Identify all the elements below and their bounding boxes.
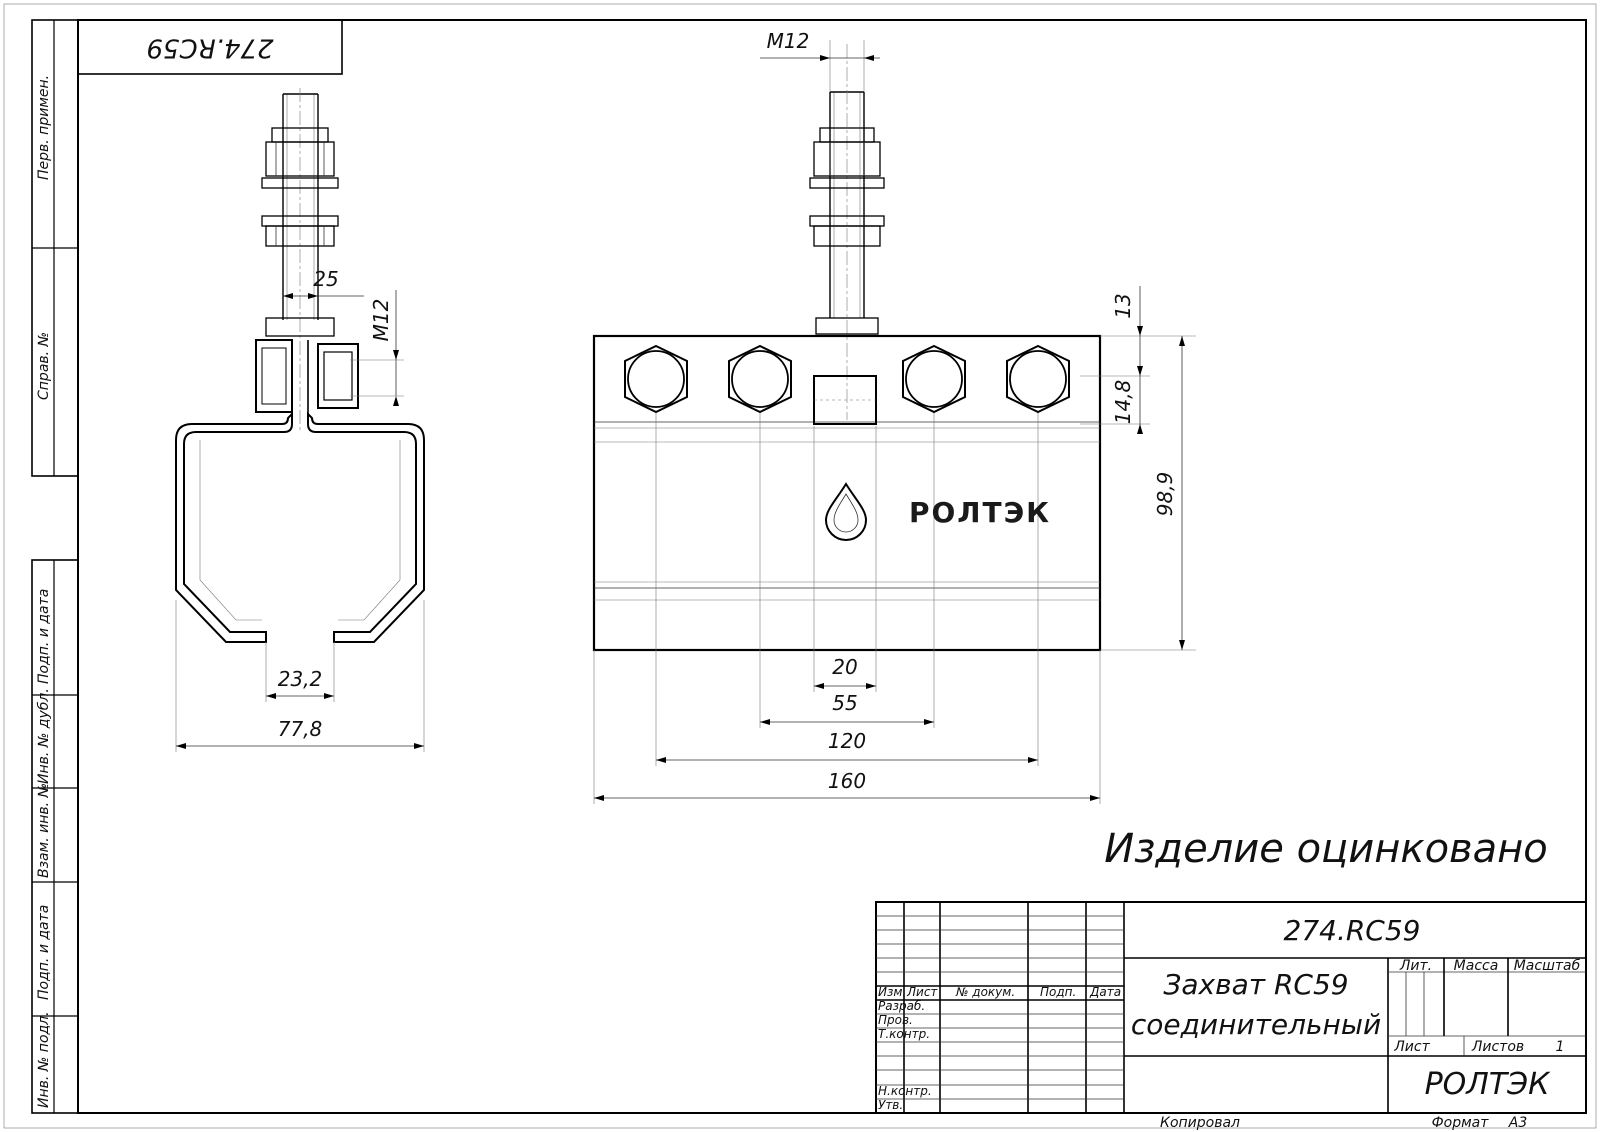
footer-format-value: A3 — [1508, 1115, 1527, 1131]
tb-row-nkontr: Н.контр. — [878, 1084, 932, 1098]
tb-lit: Лит. — [1399, 958, 1432, 974]
logo-text: РОЛТЭК — [909, 496, 1051, 529]
dim-side-slot: 23,2 — [278, 667, 323, 691]
dim-side-width: 77,8 — [278, 717, 323, 741]
hex-bolt-4 — [1006, 344, 1070, 414]
tb-col-doc: № докум. — [955, 985, 1015, 999]
dim-front-top: 13 — [1111, 293, 1135, 318]
strip-label-podp-data-2: Подп. и дата — [36, 905, 52, 1000]
tb-listov: Листов — [1471, 1039, 1524, 1055]
tb-massa: Масса — [1454, 958, 1499, 974]
title-block: Изм. Лист № докум. Подп. Дата Разраб. Пр… — [875, 901, 1587, 1114]
hex-bolt-2 — [728, 344, 792, 414]
tb-listov-value: 1 — [1556, 1039, 1565, 1055]
tb-row-tkontr: Т.контр. — [878, 1027, 930, 1041]
strip-label-inv-podl: Инв. № подл. — [36, 1011, 52, 1108]
dim-front-thread: M12 — [767, 29, 810, 53]
tb-name-line1: Захват RC59 — [1163, 968, 1348, 1001]
sheet-edge — [3, 3, 1597, 1129]
strip-label-podp-data-1: Подп. и дата — [36, 589, 52, 684]
left-strip: Перв. примен. Справ. № Подп. и дата Инв.… — [31, 19, 79, 1114]
tb-row-utv: Утв. — [878, 1098, 903, 1112]
tb-masshtab: Масштаб — [1514, 958, 1581, 974]
galvanized-note: Изделие оцинковано — [1104, 826, 1548, 872]
hex-bolt-1 — [624, 344, 688, 414]
strip-label-perv-primen: Перв. примен. — [36, 75, 52, 180]
strip-label-sprav: Справ. № — [36, 332, 52, 400]
tb-row-prov: Пров. — [878, 1013, 913, 1027]
tb-col-izm: Изм. — [878, 985, 906, 999]
dim-side-thread: M12 — [369, 299, 393, 342]
tb-col-list: Лист — [906, 985, 938, 999]
tb-name-line2: соединительный — [1131, 1008, 1381, 1041]
code-rotated: 274.RC59 — [146, 33, 273, 63]
hex-bolt-3 — [902, 344, 966, 414]
dim-front-pitch: 120 — [828, 729, 866, 753]
dim-front-inner: 55 — [832, 691, 857, 715]
tb-col-date: Дата — [1089, 985, 1121, 999]
drawing-frame — [77, 19, 1587, 1114]
tb-list: Лист — [1393, 1039, 1430, 1055]
code-box-rotated: 274.RC59 — [77, 19, 343, 75]
tb-col-sign: Подп. — [1040, 985, 1076, 999]
dim-front-center: 20 — [832, 655, 857, 679]
dim-side-gap: 25 — [313, 267, 338, 291]
front-view: M12 — [592, 29, 1196, 804]
dim-front-height: 98,9 — [1153, 472, 1177, 517]
dim-front-bolt-row: 14,8 — [1111, 380, 1135, 425]
side-view: 25 M12 23,2 77,8 — [175, 88, 425, 752]
tb-company: РОЛТЭК — [1425, 1067, 1552, 1102]
dim-front-length: 160 — [828, 769, 866, 793]
tb-row-razrab: Разраб. — [878, 999, 925, 1013]
drop-logo-icon — [824, 482, 868, 541]
strip-label-inv-dubl: Инв. № дубл. — [36, 688, 52, 784]
strip-label-vzam-inv: Взам. инв. № — [36, 783, 52, 878]
footer-kopiroval: Копировал — [1160, 1115, 1240, 1131]
tb-code: 274.RC59 — [1284, 914, 1421, 947]
footer-format: Формат — [1432, 1115, 1490, 1131]
